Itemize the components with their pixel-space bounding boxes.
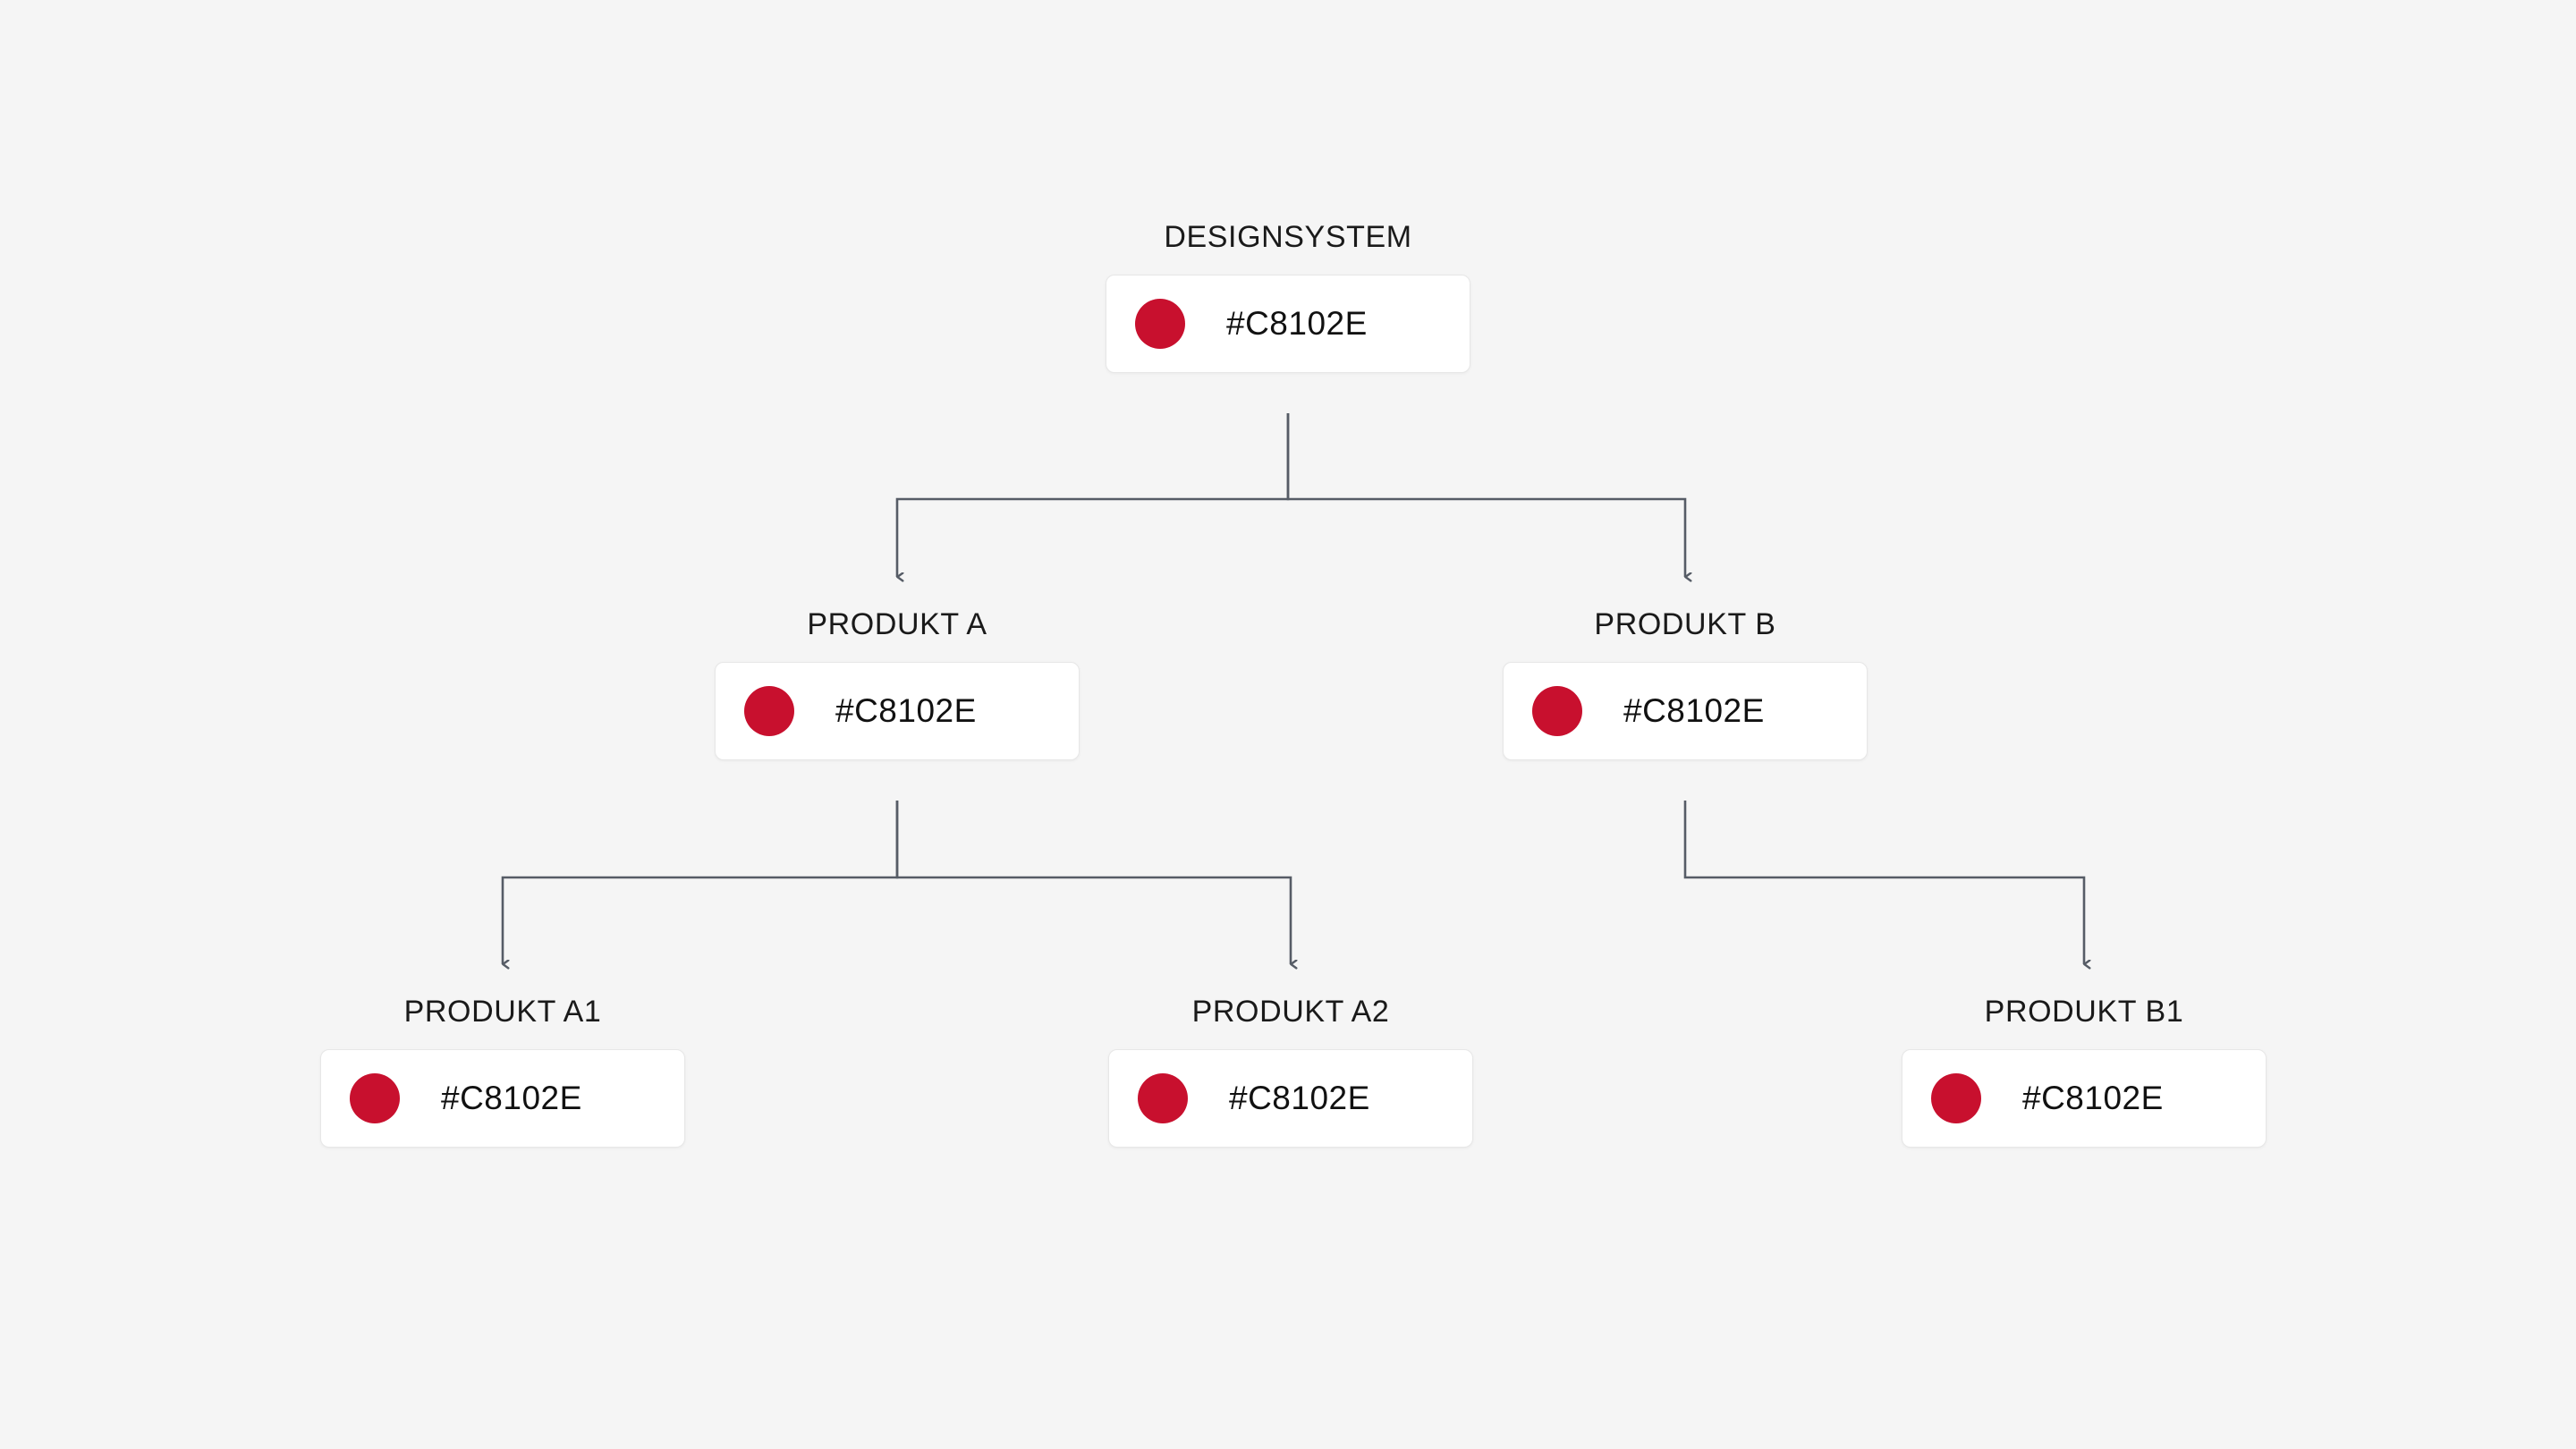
node-produkt-a2[interactable]: PRODUKT A2 #C8102E [1108,996,1473,1148]
color-hex-value: #C8102E [1229,1080,1370,1116]
color-hex-value: #C8102E [1623,692,1765,729]
node-label-produkt-b1: PRODUKT B1 [1984,995,2184,1029]
edge-designsystem-to-produkt-b [1286,413,1685,577]
color-hex-value: #C8102E [441,1080,582,1116]
color-swatch-icon [1532,686,1582,736]
color-card-produkt-b1[interactable]: #C8102E [1902,1049,2267,1148]
node-produkt-a1[interactable]: PRODUKT A1 #C8102E [320,996,685,1148]
color-hex-value: #C8102E [2022,1080,2164,1116]
color-card-produkt-a2[interactable]: #C8102E [1108,1049,1473,1148]
node-label-designsystem: DESIGNSYSTEM [1164,220,1412,254]
color-card-designsystem[interactable]: #C8102E [1106,275,1470,373]
node-label-produkt-a1: PRODUKT A1 [403,995,602,1029]
node-designsystem[interactable]: DESIGNSYSTEM #C8102E [1106,222,1470,373]
color-hex-value: #C8102E [835,692,977,729]
color-swatch-icon [1135,299,1185,349]
color-card-produkt-a1[interactable]: #C8102E [320,1049,685,1148]
color-hex-value: #C8102E [1226,305,1368,342]
edge-produkt-a-to-produkt-a2 [895,801,1291,964]
node-label-produkt-a: PRODUKT A [807,607,987,641]
node-label-produkt-a2: PRODUKT A2 [1191,995,1390,1029]
node-produkt-b[interactable]: PRODUKT B #C8102E [1503,609,1868,760]
edge-produkt-b-to-produkt-b1 [1683,801,2084,964]
edge-designsystem-to-produkt-a [895,413,1290,577]
color-swatch-icon [1931,1073,1981,1123]
color-card-produkt-b[interactable]: #C8102E [1503,662,1868,760]
node-label-produkt-b: PRODUKT B [1594,607,1776,641]
node-produkt-a[interactable]: PRODUKT A #C8102E [715,609,1080,760]
color-swatch-icon [1138,1073,1188,1123]
color-swatch-icon [744,686,794,736]
color-card-produkt-a[interactable]: #C8102E [715,662,1080,760]
node-produkt-b1[interactable]: PRODUKT B1 #C8102E [1902,996,2267,1148]
color-swatch-icon [350,1073,400,1123]
edge-produkt-a-to-produkt-a1 [501,801,899,964]
